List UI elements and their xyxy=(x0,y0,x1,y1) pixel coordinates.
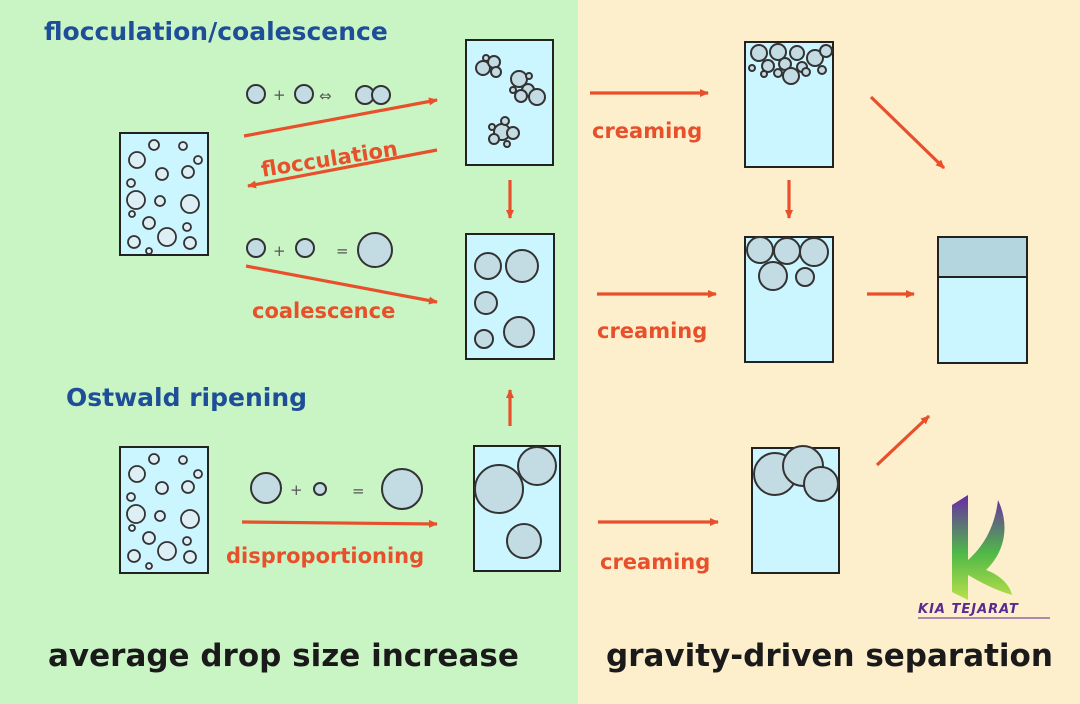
cream-layer xyxy=(937,236,1028,278)
ripened-emulsion-box xyxy=(473,445,561,572)
label-creaming-bottom: creaming xyxy=(600,550,710,574)
label-coalescence: coalescence xyxy=(252,299,395,323)
coalescence-equation: + = xyxy=(246,232,393,268)
logo-text: KIA TEJARAT xyxy=(918,602,1019,617)
plus-sign: + xyxy=(273,242,286,260)
label-disproportioning: disproportioning xyxy=(226,544,424,568)
separated-phases-box xyxy=(937,236,1028,364)
creamed-drops-box xyxy=(744,236,834,363)
creamed-ripened-box xyxy=(751,445,840,574)
plus-sign: + xyxy=(273,86,286,104)
title-flocculation-coalescence: flocculation/coalescence xyxy=(44,17,388,46)
flocculation-equation: + ⇔ xyxy=(246,84,391,105)
flocculated-emulsion-box xyxy=(465,39,554,166)
equals-sign: = xyxy=(336,242,349,260)
initial-emulsion-box-top xyxy=(119,132,209,256)
footer-average-drop-size: average drop size increase xyxy=(48,638,519,674)
footer-gravity-separation: gravity-driven separation xyxy=(606,638,1053,674)
equals-sign: = xyxy=(352,482,365,500)
kia-tejarat-logo: KIA TEJARAT xyxy=(918,495,1050,619)
title-ostwald-ripening: Ostwald ripening xyxy=(66,383,307,412)
initial-emulsion-box-bottom xyxy=(119,446,209,574)
label-creaming-top: creaming xyxy=(592,119,702,143)
creamed-flocs-box xyxy=(744,41,834,168)
coalesced-emulsion-box xyxy=(465,233,555,360)
equivalence-sign: ⇔ xyxy=(319,87,332,105)
logo-k-mark xyxy=(952,495,1012,600)
ostwald-equation: + = xyxy=(250,468,423,510)
plus-sign: + xyxy=(290,481,303,499)
label-creaming-middle: creaming xyxy=(597,319,707,343)
